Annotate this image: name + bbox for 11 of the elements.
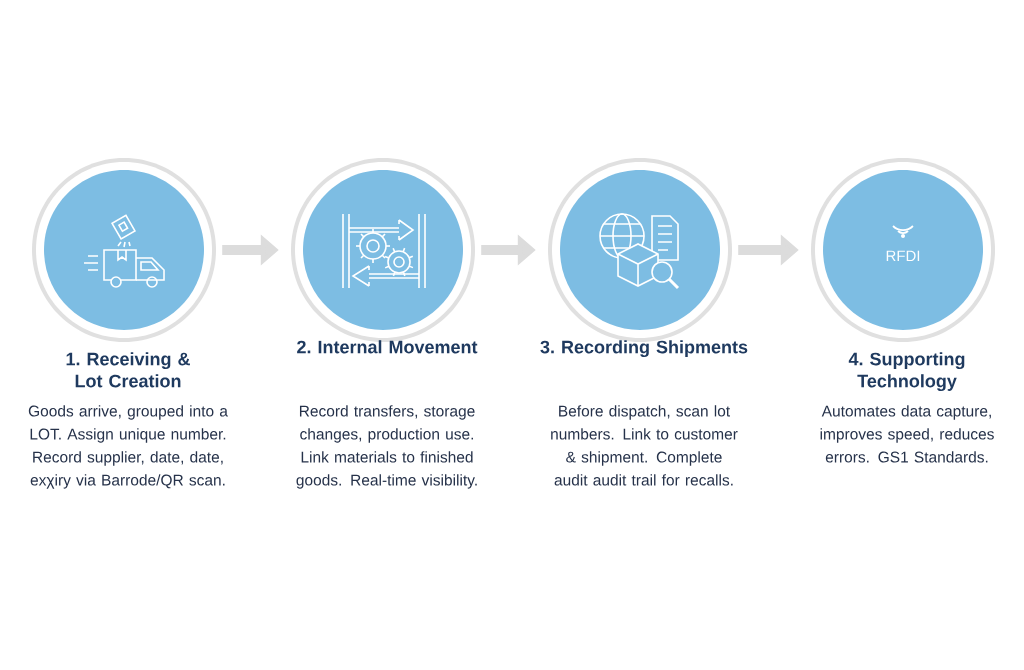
step-description: Goods arrive, grouped into a LOT. Assign unique number. Record supplier, date, date, exχiry via Barrode/QR scan. (28, 405, 228, 489)
step-circle (32, 158, 216, 342)
step-heading: 2. Internal Movement (297, 340, 478, 354)
step-description: Before dispatch, scan lot numbers. Link to customer & shipment. Complete audit audit trail for recalls. (551, 405, 738, 486)
step-description: Automates data capture, improves speed, reduces errors. GS1 Standards. (820, 405, 994, 463)
step-heading: 3. Recording Shipments (540, 340, 748, 358)
step-heading: 1. Receiving & Lot Creation (66, 352, 190, 388)
step-heading: 4. Supporting Technology (848, 352, 965, 392)
step-description: Record transfers, storage changes, production use. Link materials to finished goods. Real-time visibility. (296, 405, 477, 489)
step-circle (291, 158, 475, 342)
step-circle (548, 158, 732, 342)
